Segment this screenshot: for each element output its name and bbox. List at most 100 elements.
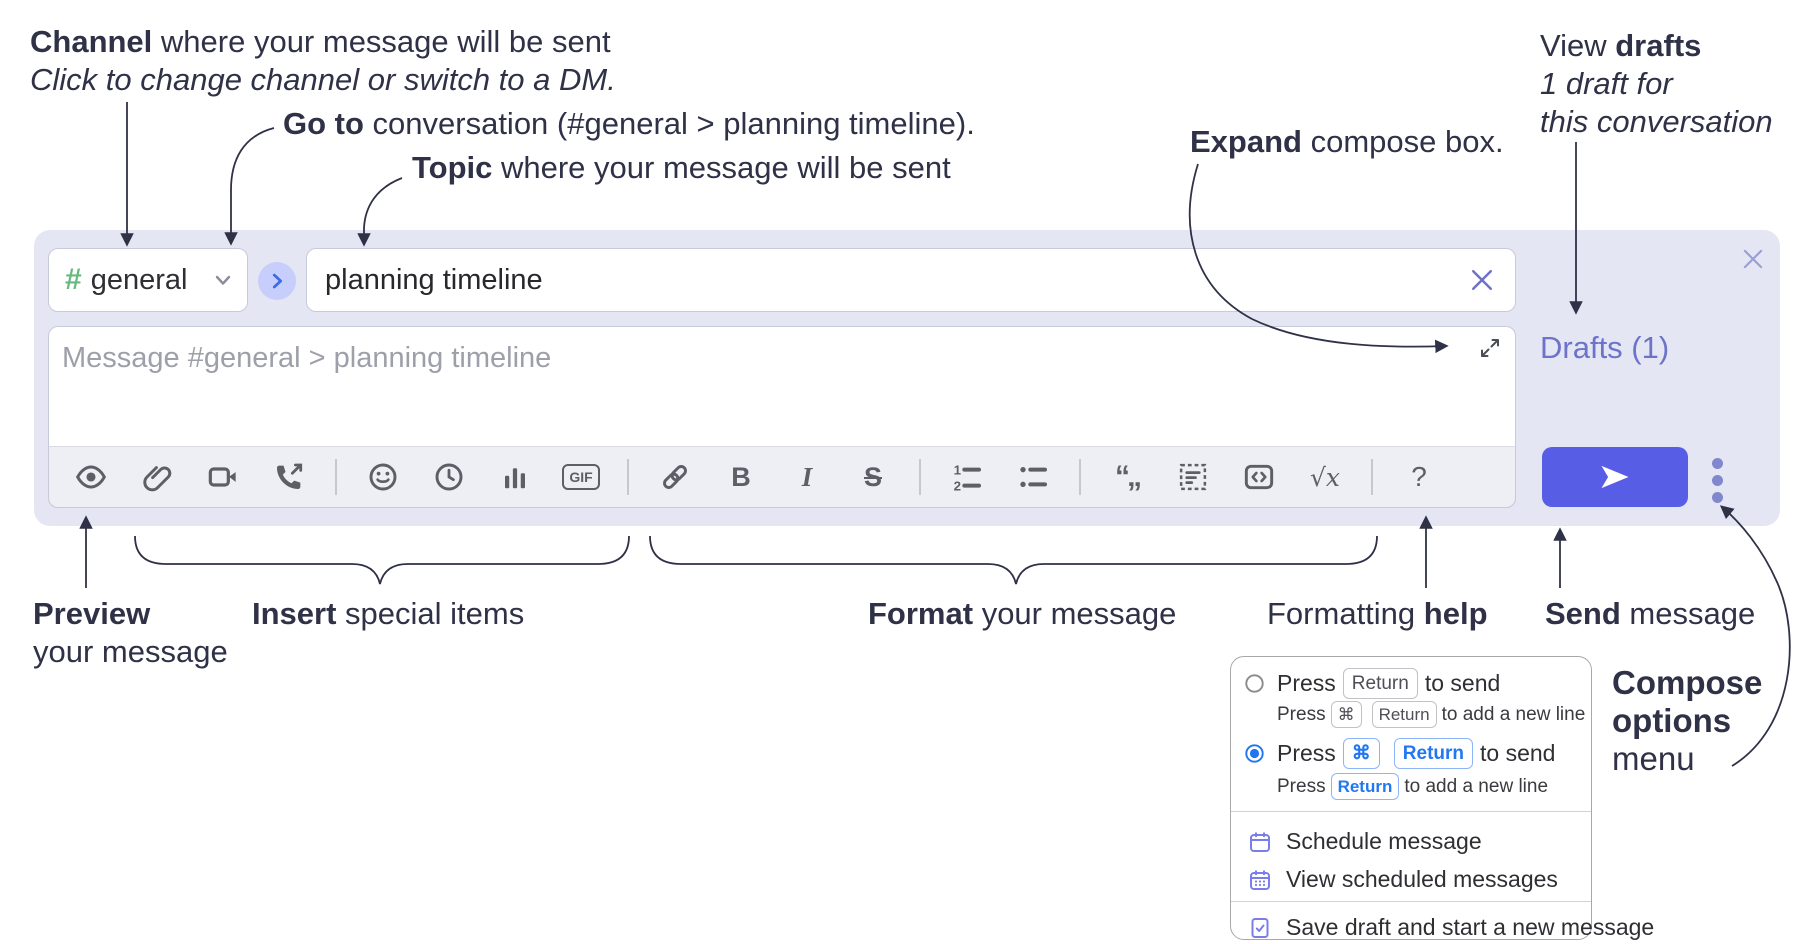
- strikethrough-button[interactable]: S: [853, 457, 893, 497]
- radio-selected-icon: [1244, 743, 1265, 764]
- menu-item-schedule-message[interactable]: Schedule message: [1248, 828, 1482, 855]
- option2-sub-pre: Press: [1277, 775, 1326, 797]
- topic-input[interactable]: planning timeline: [306, 248, 1516, 312]
- dot-icon: [1712, 492, 1723, 503]
- toolbar-divider: [627, 459, 629, 495]
- code-button[interactable]: [1239, 457, 1279, 497]
- option1-sub-post: to add a new line: [1441, 703, 1586, 725]
- preview-annotation: Preview: [33, 596, 150, 632]
- radio-unselected-icon: [1244, 673, 1265, 694]
- menu-item-label: View scheduled messages: [1286, 866, 1558, 892]
- kbd-return: Return: [1330, 773, 1400, 800]
- option1-sub-pre: Press: [1277, 703, 1326, 725]
- menu-option-return-to-send[interactable]: Press Return to send: [1244, 668, 1500, 699]
- kbd-return: Return: [1342, 668, 1418, 699]
- view-drafts-line2-text: 1 draft for: [1540, 66, 1673, 101]
- attach-file-button[interactable]: [137, 457, 177, 497]
- smiley-icon: [367, 461, 399, 493]
- preview-button[interactable]: [71, 457, 111, 497]
- bold-icon: B: [731, 461, 751, 492]
- channel-annotation-sub-text: Click to change channel or switch to a D…: [30, 62, 616, 97]
- channel-selector[interactable]: # general: [48, 248, 248, 312]
- view-drafts-annotation: View drafts: [1540, 28, 1701, 64]
- compose-options-line3-text: menu: [1612, 740, 1695, 777]
- question-mark-icon: ?: [1411, 461, 1427, 492]
- spoiler-icon: [1178, 462, 1208, 492]
- strikethrough-icon: S: [863, 461, 882, 492]
- preview-annotation-line2-text: your message: [33, 634, 228, 669]
- menu-item-label: Save draft and start a new message: [1286, 914, 1655, 940]
- menu-divider: [1231, 901, 1591, 902]
- menu-item-save-draft[interactable]: Save draft and start a new message: [1248, 914, 1654, 941]
- save-draft-icon: [1248, 916, 1272, 940]
- menu-item-view-scheduled[interactable]: View scheduled messages: [1248, 866, 1558, 893]
- send-button[interactable]: [1542, 447, 1688, 507]
- formatting-help-pre: Formatting: [1267, 596, 1424, 631]
- send-annotation: Send message: [1545, 596, 1755, 632]
- channel-name: general: [90, 263, 188, 296]
- svg-text:1: 1: [954, 462, 962, 477]
- expand-annotation-rest: compose box.: [1301, 124, 1504, 159]
- menu-option2-subtext: Press Return to add a new line: [1277, 773, 1548, 800]
- math-button[interactable]: √x: [1305, 457, 1345, 497]
- goto-annotation-bold: Go to: [283, 106, 364, 141]
- close-compose-icon[interactable]: [1740, 246, 1766, 272]
- go-to-conversation-button[interactable]: [258, 262, 296, 300]
- menu-option-cmd-return-to-send[interactable]: Press ⌘ Return to send: [1244, 738, 1555, 769]
- video-camera-icon: [207, 461, 239, 493]
- quote-icon: “„: [1115, 460, 1142, 493]
- quote-button[interactable]: “„: [1107, 457, 1147, 497]
- italic-icon: I: [801, 461, 813, 492]
- expand-compose-icon[interactable]: [1478, 336, 1502, 360]
- svg-text:2: 2: [954, 478, 961, 493]
- toolbar-divider: [919, 459, 921, 495]
- spoiler-button[interactable]: [1173, 457, 1213, 497]
- phone-call-icon: [273, 461, 305, 493]
- video-call-button[interactable]: [203, 457, 243, 497]
- goto-annotation-rest: conversation (#general > planning timeli…: [363, 106, 975, 141]
- message-placeholder: Message #general > planning timeline: [62, 342, 552, 374]
- toolbar-divider: [335, 459, 337, 495]
- option2-post: to send: [1480, 740, 1556, 766]
- clock-icon: [433, 461, 465, 493]
- channel-hash-icon: #: [65, 263, 82, 296]
- clear-topic-icon[interactable]: [1467, 265, 1497, 295]
- preview-annotation-bold: Preview: [33, 596, 151, 631]
- compose-options-line2-text: options: [1612, 702, 1732, 739]
- formatting-help-annotation: Formatting help: [1267, 596, 1488, 632]
- compose-options-annotation-line1: Compose: [1612, 664, 1762, 702]
- link-button[interactable]: [655, 457, 695, 497]
- emoji-button[interactable]: [363, 457, 403, 497]
- insert-annotation-bold: Insert: [252, 596, 337, 631]
- eye-icon: [75, 461, 107, 493]
- time-button[interactable]: [429, 457, 469, 497]
- channel-annotation-bold: Channel: [30, 24, 153, 59]
- option1-post: to send: [1424, 670, 1501, 696]
- poll-button[interactable]: [495, 457, 535, 497]
- bar-chart-icon: [500, 462, 530, 492]
- bold-button[interactable]: B: [721, 457, 761, 497]
- menu-item-label: Schedule message: [1286, 828, 1482, 854]
- compose-options-arrow: [1719, 505, 1791, 767]
- kbd-return: Return: [1393, 738, 1474, 769]
- menu-option1-subtext: Press ⌘ Return to add a new line: [1277, 701, 1585, 728]
- option1-pre: Press: [1277, 670, 1336, 696]
- compose-options-annotation-line3: menu: [1612, 740, 1695, 778]
- drafts-link[interactable]: Drafts (1): [1540, 330, 1670, 365]
- kbd-return: Return: [1371, 701, 1437, 728]
- italic-button[interactable]: I: [787, 457, 827, 497]
- format-annotation-bold: Format: [868, 596, 974, 631]
- gif-button[interactable]: GIF: [561, 457, 601, 497]
- formatting-help-bold: help: [1423, 596, 1488, 631]
- code-icon: [1243, 461, 1275, 493]
- compose-options-button[interactable]: [1712, 458, 1723, 503]
- message-formatting-help-button[interactable]: ?: [1399, 457, 1439, 497]
- bulleted-list-button[interactable]: [1013, 457, 1053, 497]
- option2-sub-post: to add a new line: [1404, 775, 1549, 797]
- chevron-right-icon: [266, 270, 288, 292]
- audio-call-button[interactable]: [269, 457, 309, 497]
- paperclip-icon: [142, 462, 172, 492]
